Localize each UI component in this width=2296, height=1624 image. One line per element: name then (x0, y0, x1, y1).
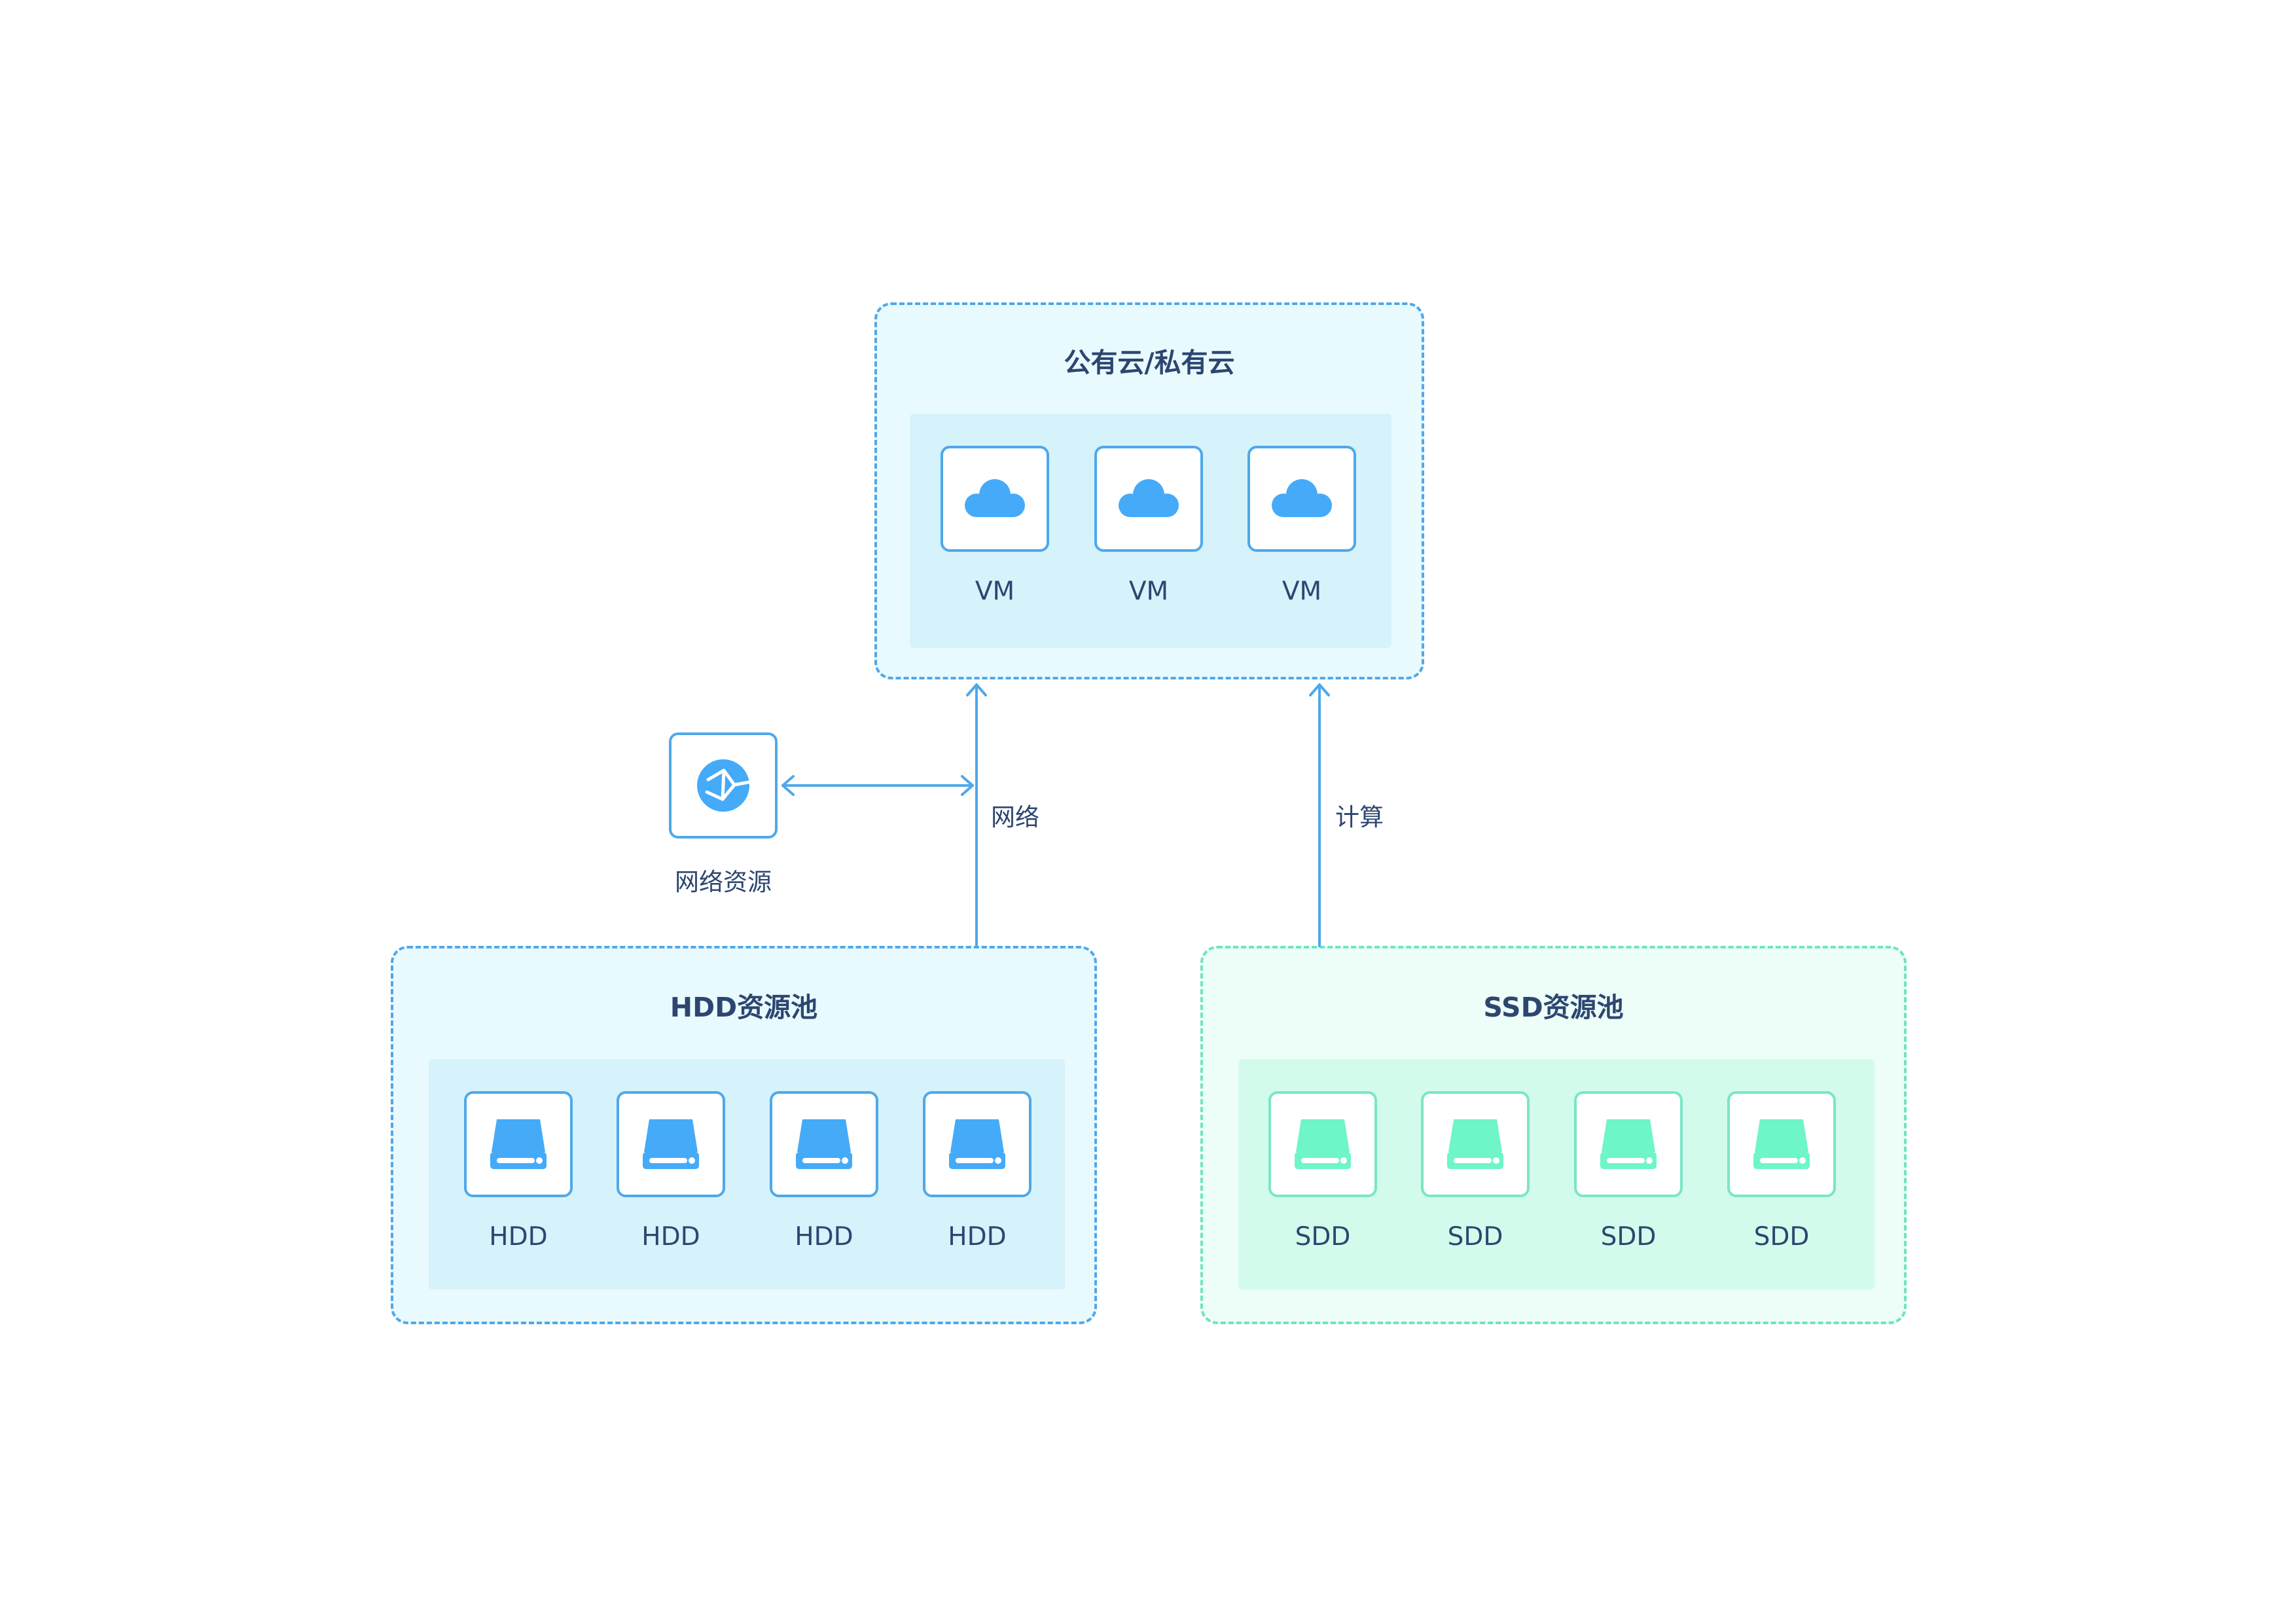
hdd-node: HDD (617, 1091, 725, 1252)
cloud-icon (1272, 479, 1332, 517)
ssd-node: SDD (1574, 1091, 1683, 1252)
ssd-label: SDD (1753, 1222, 1810, 1252)
cloud-group-title: 公有云/私有云 (1064, 347, 1235, 378)
vm-label: VM (1282, 577, 1322, 606)
network-edge-arrowhead (966, 683, 987, 696)
hdd-label: HDD (489, 1222, 548, 1252)
ssd-node: SDD (1421, 1091, 1530, 1252)
ssd-pool-title: SSD资源池 (1483, 992, 1624, 1023)
vm-label: VM (1128, 577, 1169, 606)
vm-node: VM (941, 446, 1049, 606)
vm-tile (1247, 446, 1356, 552)
hard-drive-icon (643, 1119, 699, 1169)
ssd-node: SDD (1727, 1091, 1836, 1252)
ssd-label: SDD (1600, 1222, 1657, 1252)
network-resource-tile (669, 732, 778, 839)
hdd-tile (770, 1091, 878, 1197)
network-resource-node: 网络资源 (669, 732, 778, 897)
vm-tile (1094, 446, 1203, 552)
vm-node: VM (1094, 446, 1203, 606)
hdd-node: HDD (464, 1091, 573, 1252)
network-resource-edge-arrow-left (781, 775, 795, 796)
hdd-tile (923, 1091, 1031, 1197)
compute-edge-arrowhead (1309, 683, 1330, 696)
ssd-tile (1421, 1091, 1530, 1197)
ssd-label: SDD (1447, 1222, 1503, 1252)
hard-drive-icon (1753, 1119, 1810, 1169)
compute-edge-label: 计算 (1335, 803, 1384, 831)
hard-drive-icon (1600, 1119, 1657, 1169)
hdd-label: HDD (795, 1222, 853, 1252)
globe-icon (697, 759, 751, 812)
hard-drive-icon (796, 1119, 852, 1169)
hdd-node: HDD (770, 1091, 878, 1252)
network-resource-label: 网络资源 (675, 868, 772, 896)
ssd-tile (1268, 1091, 1377, 1197)
ssd-label: SDD (1295, 1222, 1351, 1252)
hard-drive-icon (1295, 1119, 1351, 1169)
network-resource-edge-arrow-right (961, 775, 974, 796)
network-edge-label: 网络 (991, 803, 1039, 831)
cloud-icon (965, 479, 1025, 517)
vm-tile (941, 446, 1049, 552)
hdd-label: HDD (641, 1222, 700, 1252)
ssd-tile (1574, 1091, 1683, 1197)
cloud-icon (1119, 479, 1179, 517)
hdd-pool-title: HDD资源池 (670, 992, 818, 1023)
ssd-node: SDD (1268, 1091, 1377, 1252)
hdd-tile (617, 1091, 725, 1197)
vm-label: VM (975, 577, 1015, 606)
hdd-node: HDD (923, 1091, 1031, 1252)
hard-drive-icon (1447, 1119, 1503, 1169)
hard-drive-icon (949, 1119, 1005, 1169)
hdd-label: HDD (948, 1222, 1007, 1252)
hard-drive-icon (490, 1119, 547, 1169)
hdd-tile (464, 1091, 573, 1197)
ssd-tile (1727, 1091, 1836, 1197)
vm-node: VM (1247, 446, 1356, 606)
